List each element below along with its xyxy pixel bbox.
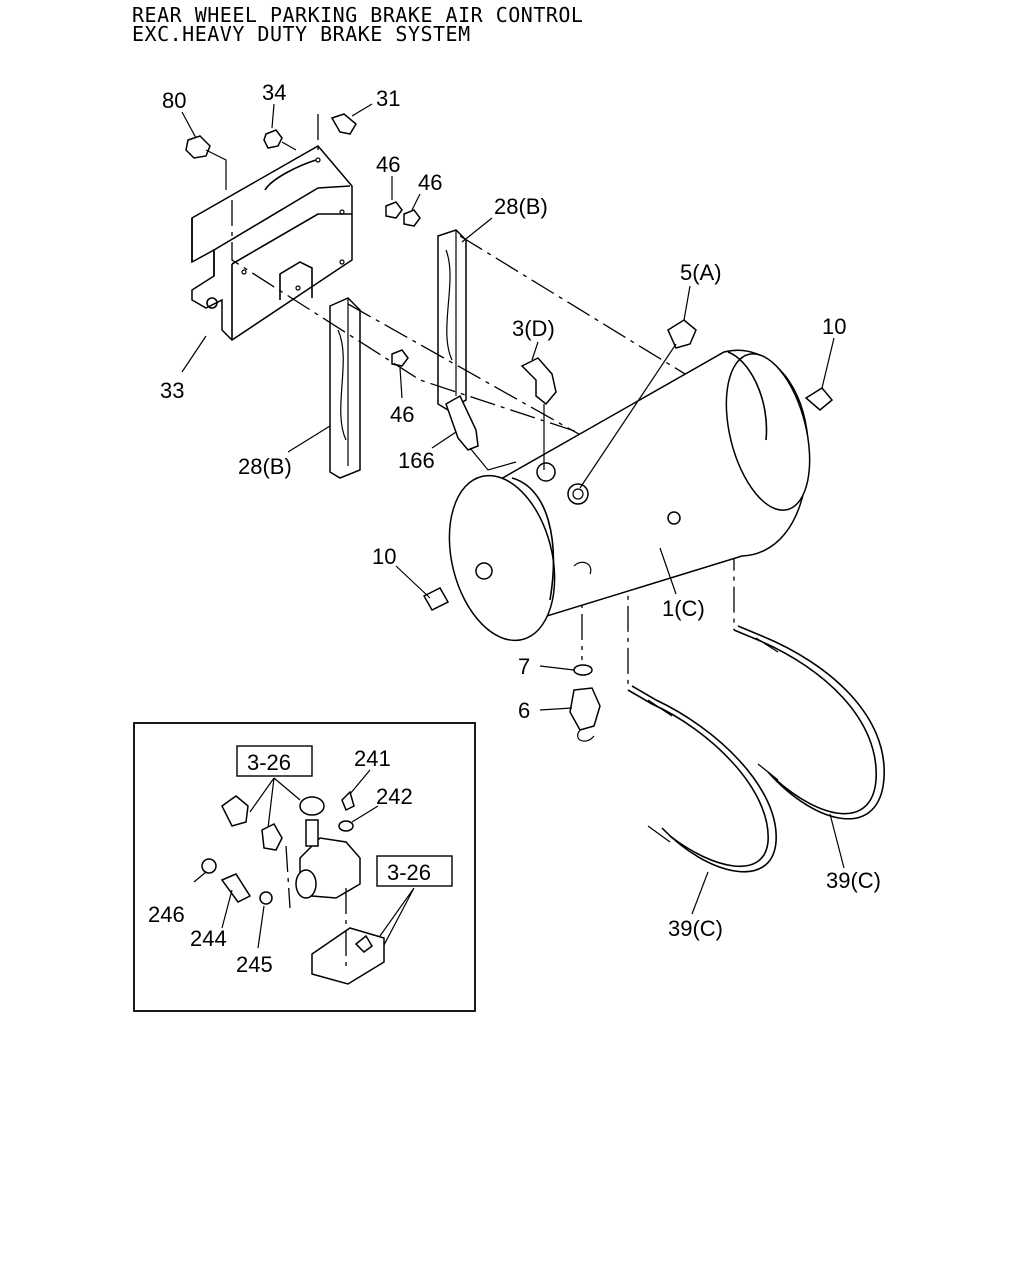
callout-7: 7 (518, 654, 530, 679)
callout-39c-right: 39(C) (826, 868, 881, 893)
elbow-3d (520, 357, 557, 470)
callout-34: 34 (262, 80, 286, 105)
hose-39c-right (733, 625, 885, 820)
strap-28b-left (329, 297, 361, 479)
callout-39c-left: 39(C) (668, 916, 723, 941)
nut-34 (263, 129, 297, 151)
reference-3-26-top: 3-26 (247, 750, 291, 775)
air-tank-1c (448, 349, 811, 642)
callout-244: 244 (190, 926, 227, 951)
bracket-33 (191, 145, 353, 341)
bolt-80 (185, 135, 227, 190)
strap-28b-right (437, 229, 467, 411)
fitting-5a (579, 319, 697, 489)
callout-246: 246 (148, 902, 185, 927)
callout-28b-left: 28(B) (238, 454, 292, 479)
bolt-31 (317, 113, 357, 150)
reference-box-3-26-top (236, 745, 313, 777)
reference-box-3-26-bottom (376, 855, 453, 887)
drain-valve-6 (569, 687, 601, 742)
nuts-46 (385, 201, 421, 367)
diagram-title-line-1: REAR WHEEL PARKING BRAKE AIR CONTROL (132, 3, 584, 27)
plug-10-right (804, 387, 834, 411)
callout-245: 245 (236, 952, 273, 977)
callout-10-right: 10 (822, 314, 846, 339)
callout-6: 6 (518, 698, 530, 723)
callout-166: 166 (398, 448, 435, 473)
callout-28b-top: 28(B) (494, 194, 548, 219)
callout-1c: 1(C) (662, 596, 705, 621)
callout-242: 242 (376, 784, 413, 809)
callout-46-b: 46 (418, 170, 442, 195)
leader-lines (181, 103, 845, 915)
callout-46-c: 46 (390, 402, 414, 427)
hose-39c-left (627, 685, 777, 873)
callout-3d: 3(D) (512, 316, 555, 341)
diagram-title-line-2: EXC.HEAVY DUTY BRAKE SYSTEM (132, 22, 471, 46)
callout-33: 33 (160, 378, 184, 403)
valve-166 (445, 394, 517, 471)
callout-80: 80 (162, 88, 186, 113)
reference-3-26-bottom: 3-26 (387, 860, 431, 885)
callout-5a: 5(A) (680, 260, 722, 285)
plug-10-left (422, 587, 450, 611)
inset-detail-box: 3-26 3-26 241 242 246 244 245 (133, 722, 476, 1012)
assembly-line-1 (231, 200, 621, 447)
washer-7 (573, 664, 593, 676)
callout-46-a: 46 (376, 152, 400, 177)
callout-241: 241 (354, 746, 391, 771)
callout-10-left: 10 (372, 544, 396, 569)
callout-31: 31 (376, 86, 400, 111)
